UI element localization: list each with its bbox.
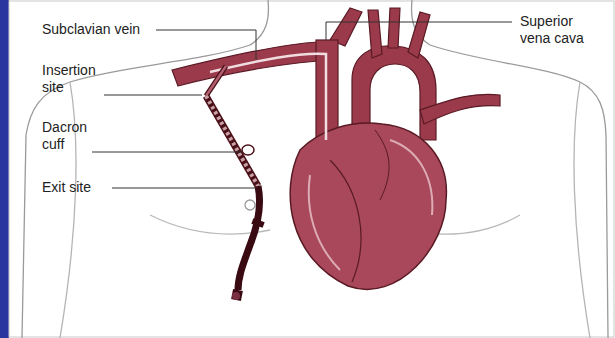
part-label: Superior vena cava <box>520 13 606 47</box>
part-label: Subclavian vein <box>42 21 152 38</box>
part-label: Insertion site <box>42 62 112 96</box>
part-label: Exit site <box>42 179 112 196</box>
part-label: Dacron cuff <box>42 119 102 153</box>
